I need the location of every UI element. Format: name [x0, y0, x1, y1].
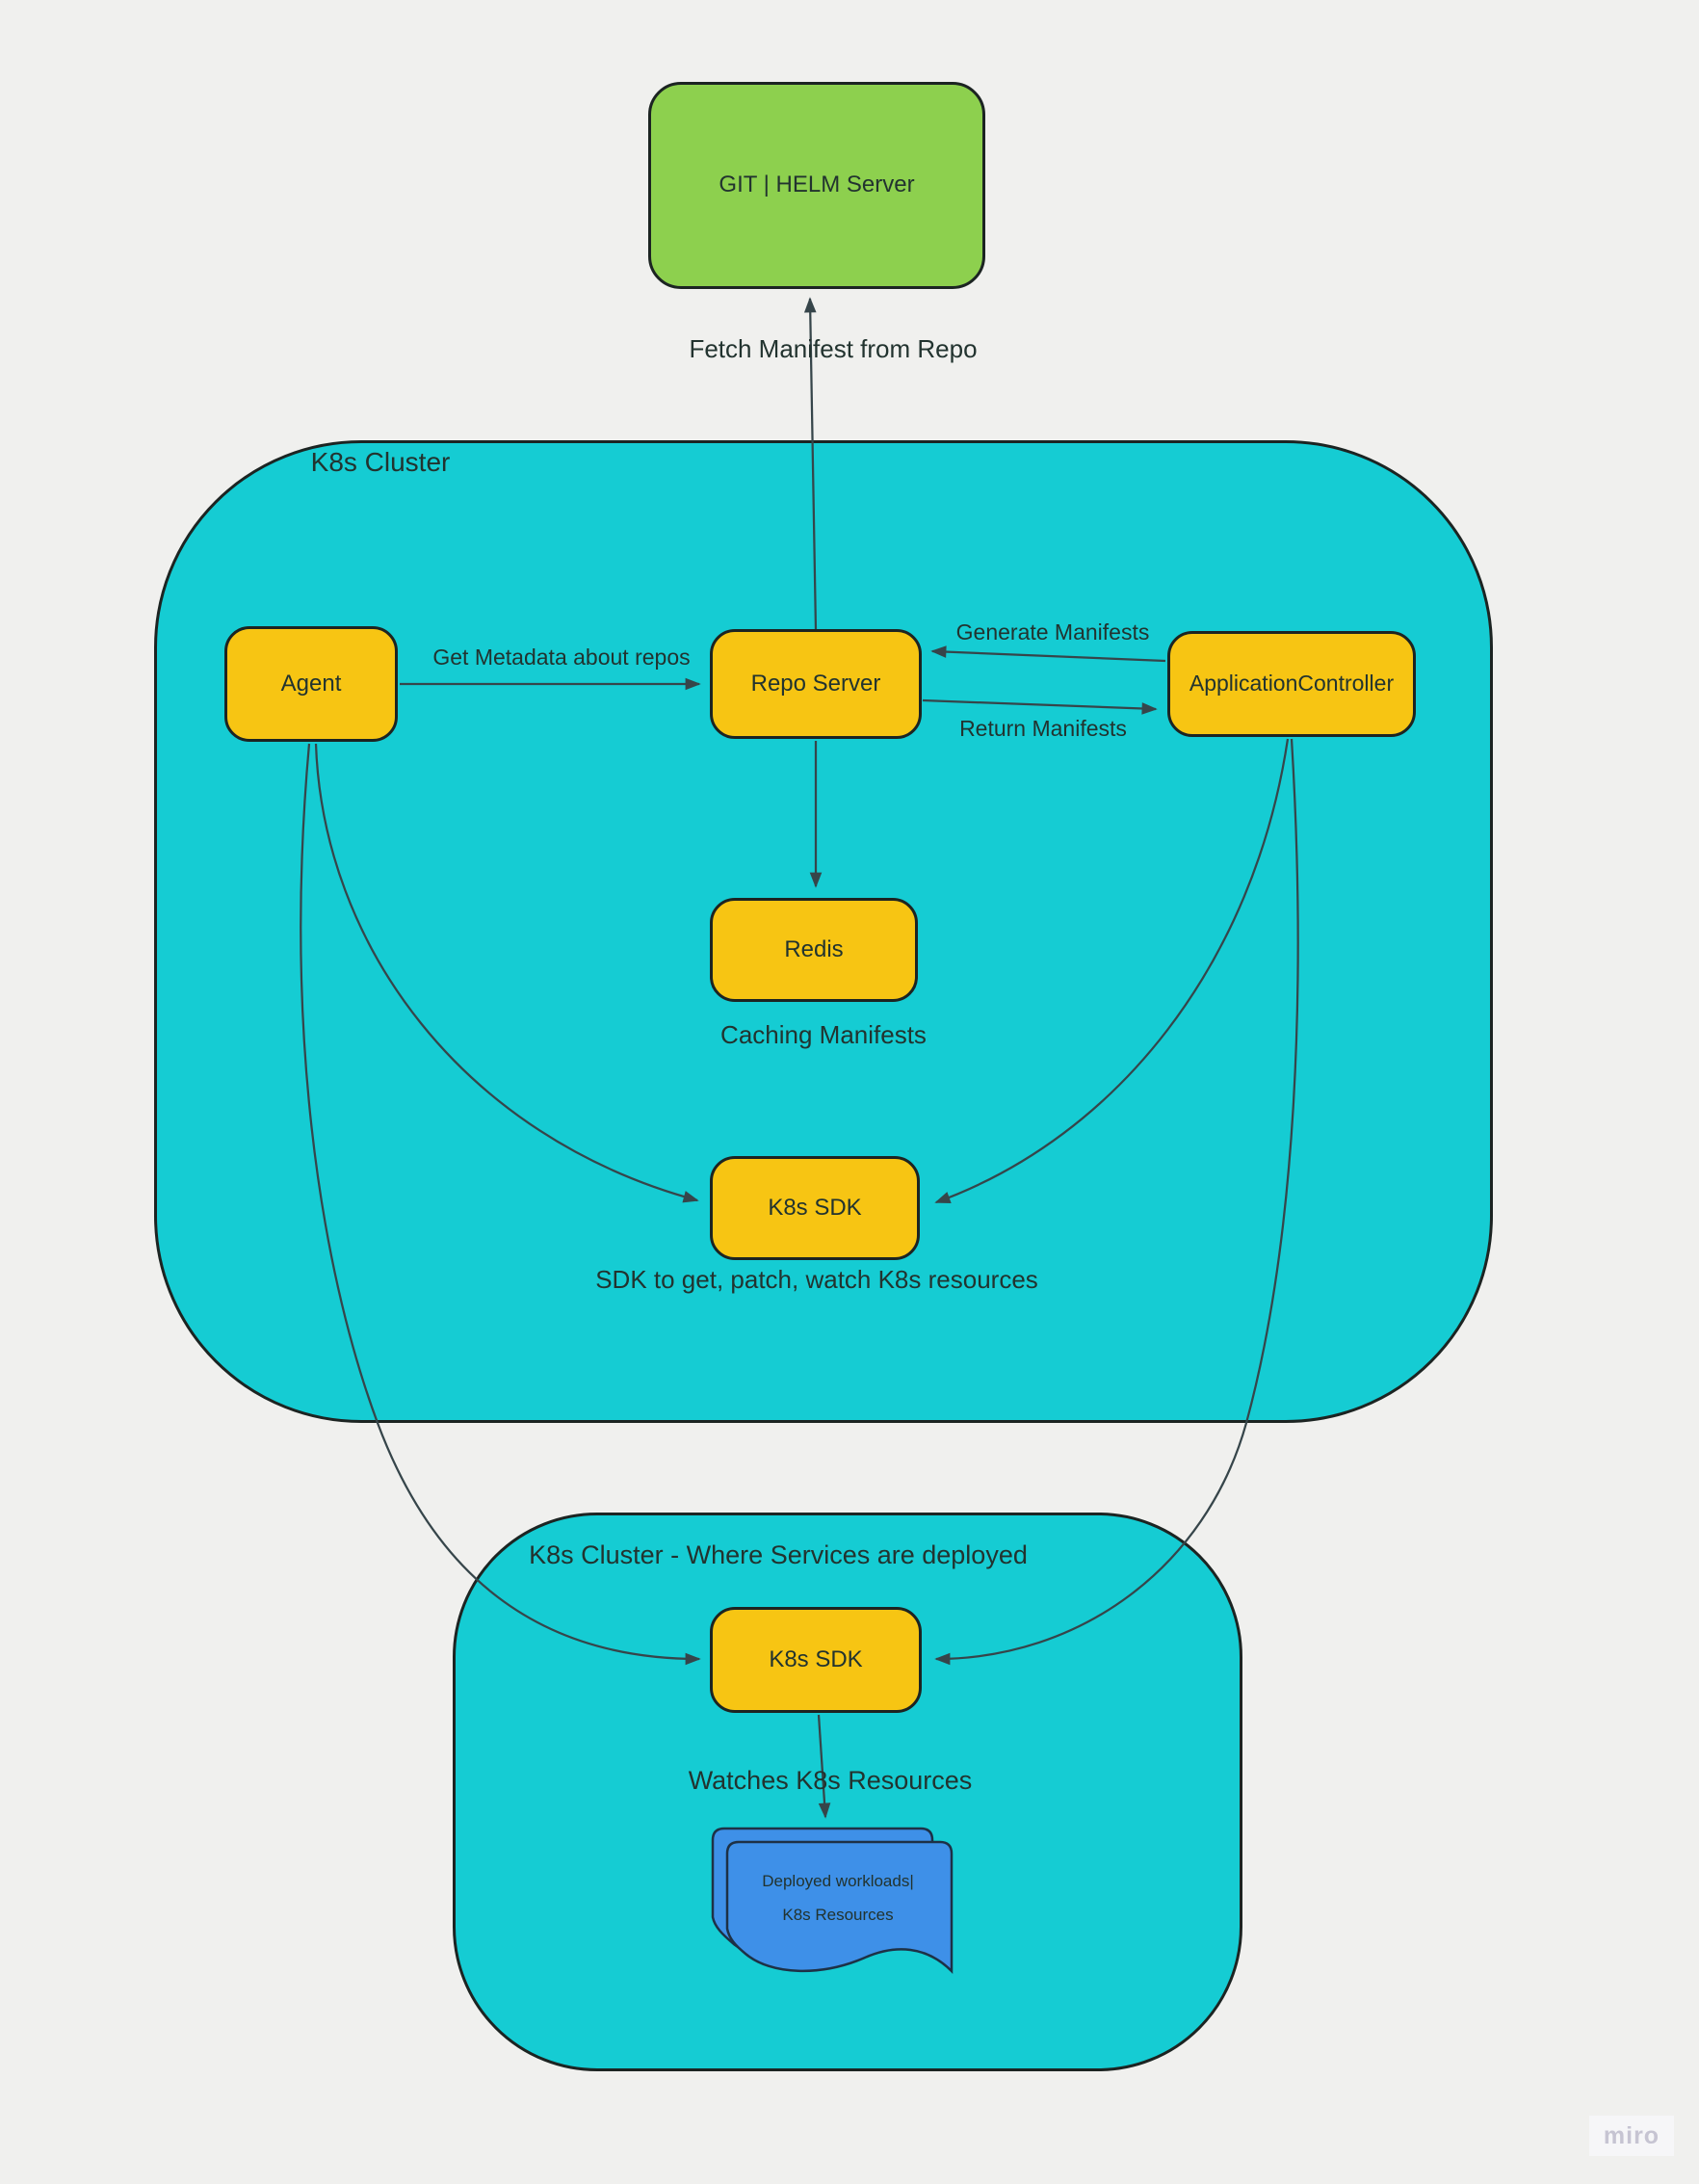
label-generate-manifests: Generate Manifests [955, 619, 1150, 645]
node-agent-label: Agent [280, 670, 342, 697]
node-application-controller[interactable]: ApplicationController [1167, 631, 1416, 737]
node-git-helm-server[interactable]: GIT | HELM Server [648, 82, 985, 289]
node-repo-server[interactable]: Repo Server [710, 629, 922, 739]
cluster-main-title: K8s Cluster [310, 447, 451, 477]
label-fetch-manifest: Fetch Manifest from Repo [689, 334, 978, 363]
edge-appctrl-to-sdk1 [934, 738, 1290, 1204]
node-repo-server-label: Repo Server [750, 670, 881, 697]
node-git-helm-server-label: GIT | HELM Server [719, 171, 915, 198]
edge-appctrl-to-sdk2 [934, 738, 1299, 1666]
node-redis-label: Redis [784, 935, 844, 962]
node-k8s-sdk-deploy-label: K8s SDK [769, 1645, 863, 1672]
cluster-deploy-title: K8s Cluster - Where Services are deploye… [529, 1540, 1028, 1569]
edge-repo-to-git [803, 297, 818, 632]
node-agent[interactable]: Agent [224, 626, 398, 742]
edge-appctrl-to-repo-generate [930, 645, 1166, 663]
label-return-manifests: Return Manifests [959, 716, 1127, 741]
label-watches-k8s-resources: Watches K8s Resources [688, 1766, 973, 1795]
k8s-cluster-deploy[interactable] [453, 1513, 1242, 2071]
node-application-controller-label: ApplicationController [1189, 671, 1395, 697]
miro-watermark: miro [1589, 2116, 1674, 2156]
label-get-metadata: Get Metadata about repos [432, 645, 691, 670]
node-k8s-sdk-main[interactable]: K8s SDK [710, 1156, 920, 1260]
doc-label-line2: K8s Resources [782, 1906, 894, 1924]
deployed-workloads-doc-front[interactable] [725, 1840, 954, 1975]
edge-agent-to-sdk1 [314, 743, 699, 1203]
edge-agent-to-sdk2 [300, 743, 701, 1666]
label-sdk-description: SDK to get, patch, watch K8s resources [595, 1265, 1038, 1294]
edge-sdk2-to-doc [817, 1714, 831, 1819]
doc-label-line1: Deployed workloads| [762, 1872, 914, 1890]
node-redis[interactable]: Redis [710, 898, 918, 1002]
edge-repo-to-appctrl-return [922, 698, 1158, 715]
label-caching-manifests: Caching Manifests [720, 1020, 927, 1049]
miro-watermark-text: miro [1603, 2121, 1660, 2149]
node-k8s-sdk-deploy[interactable]: K8s SDK [710, 1607, 922, 1713]
node-k8s-sdk-main-label: K8s SDK [768, 1194, 862, 1221]
